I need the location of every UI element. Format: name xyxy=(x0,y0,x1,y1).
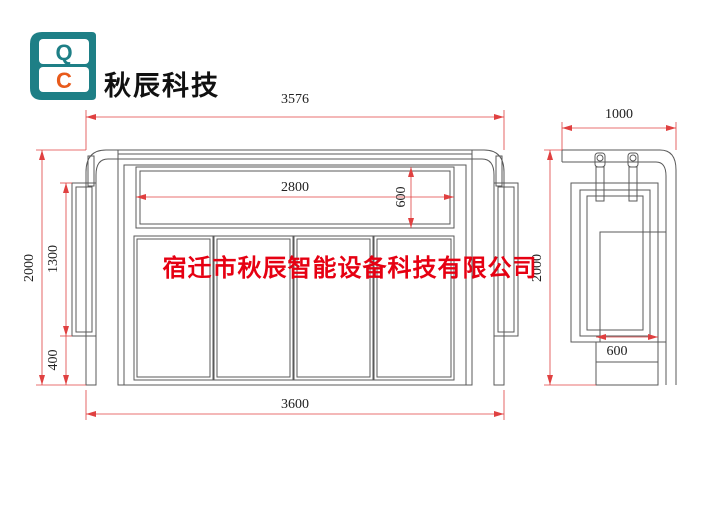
display-panels xyxy=(133,235,455,381)
left-curved-pipe xyxy=(85,149,118,385)
dim-bottom-width: 3600 xyxy=(281,397,309,412)
header-lightbox xyxy=(135,166,455,229)
company-watermark: 宿迁市秋辰智能设备科技有限公司 xyxy=(163,253,538,282)
front-dimension-arrows xyxy=(39,114,504,417)
dim-side-base-width: 600 xyxy=(607,344,628,359)
dim-total-height: 2000 xyxy=(22,254,37,282)
company-logo: Q C xyxy=(30,32,96,100)
dim-header-height: 600 xyxy=(394,187,409,208)
side-body xyxy=(570,182,659,343)
display-panel-1 xyxy=(133,235,214,381)
side-base xyxy=(595,341,659,386)
side-dimension-arrows xyxy=(547,125,676,385)
side-dimension-lines xyxy=(544,122,677,386)
dim-panel-width: 2800 xyxy=(281,180,309,195)
dim-base-height: 400 xyxy=(46,350,61,371)
display-panel-3 xyxy=(293,235,374,381)
dim-wing-height: 1300 xyxy=(46,245,61,273)
front-dimension-lines xyxy=(36,110,505,420)
right-wing-panel xyxy=(493,182,519,337)
dim-side-height: 2000 xyxy=(530,254,545,282)
side-view xyxy=(561,149,677,386)
dim-side-top-width: 1000 xyxy=(605,107,633,122)
brand-name: 秋辰科技 xyxy=(104,71,220,102)
logo-letter-c: C xyxy=(56,68,72,93)
front-view xyxy=(71,149,519,386)
side-top-curve xyxy=(562,149,677,385)
logo-bottom-panel xyxy=(39,67,89,92)
left-wing-panel xyxy=(71,182,97,337)
display-panel-2 xyxy=(213,235,294,381)
dim-top-width: 3576 xyxy=(281,92,309,107)
logo-top-panel xyxy=(39,39,89,64)
display-panel-4 xyxy=(373,235,455,381)
logo-letter-q: Q xyxy=(55,40,72,65)
